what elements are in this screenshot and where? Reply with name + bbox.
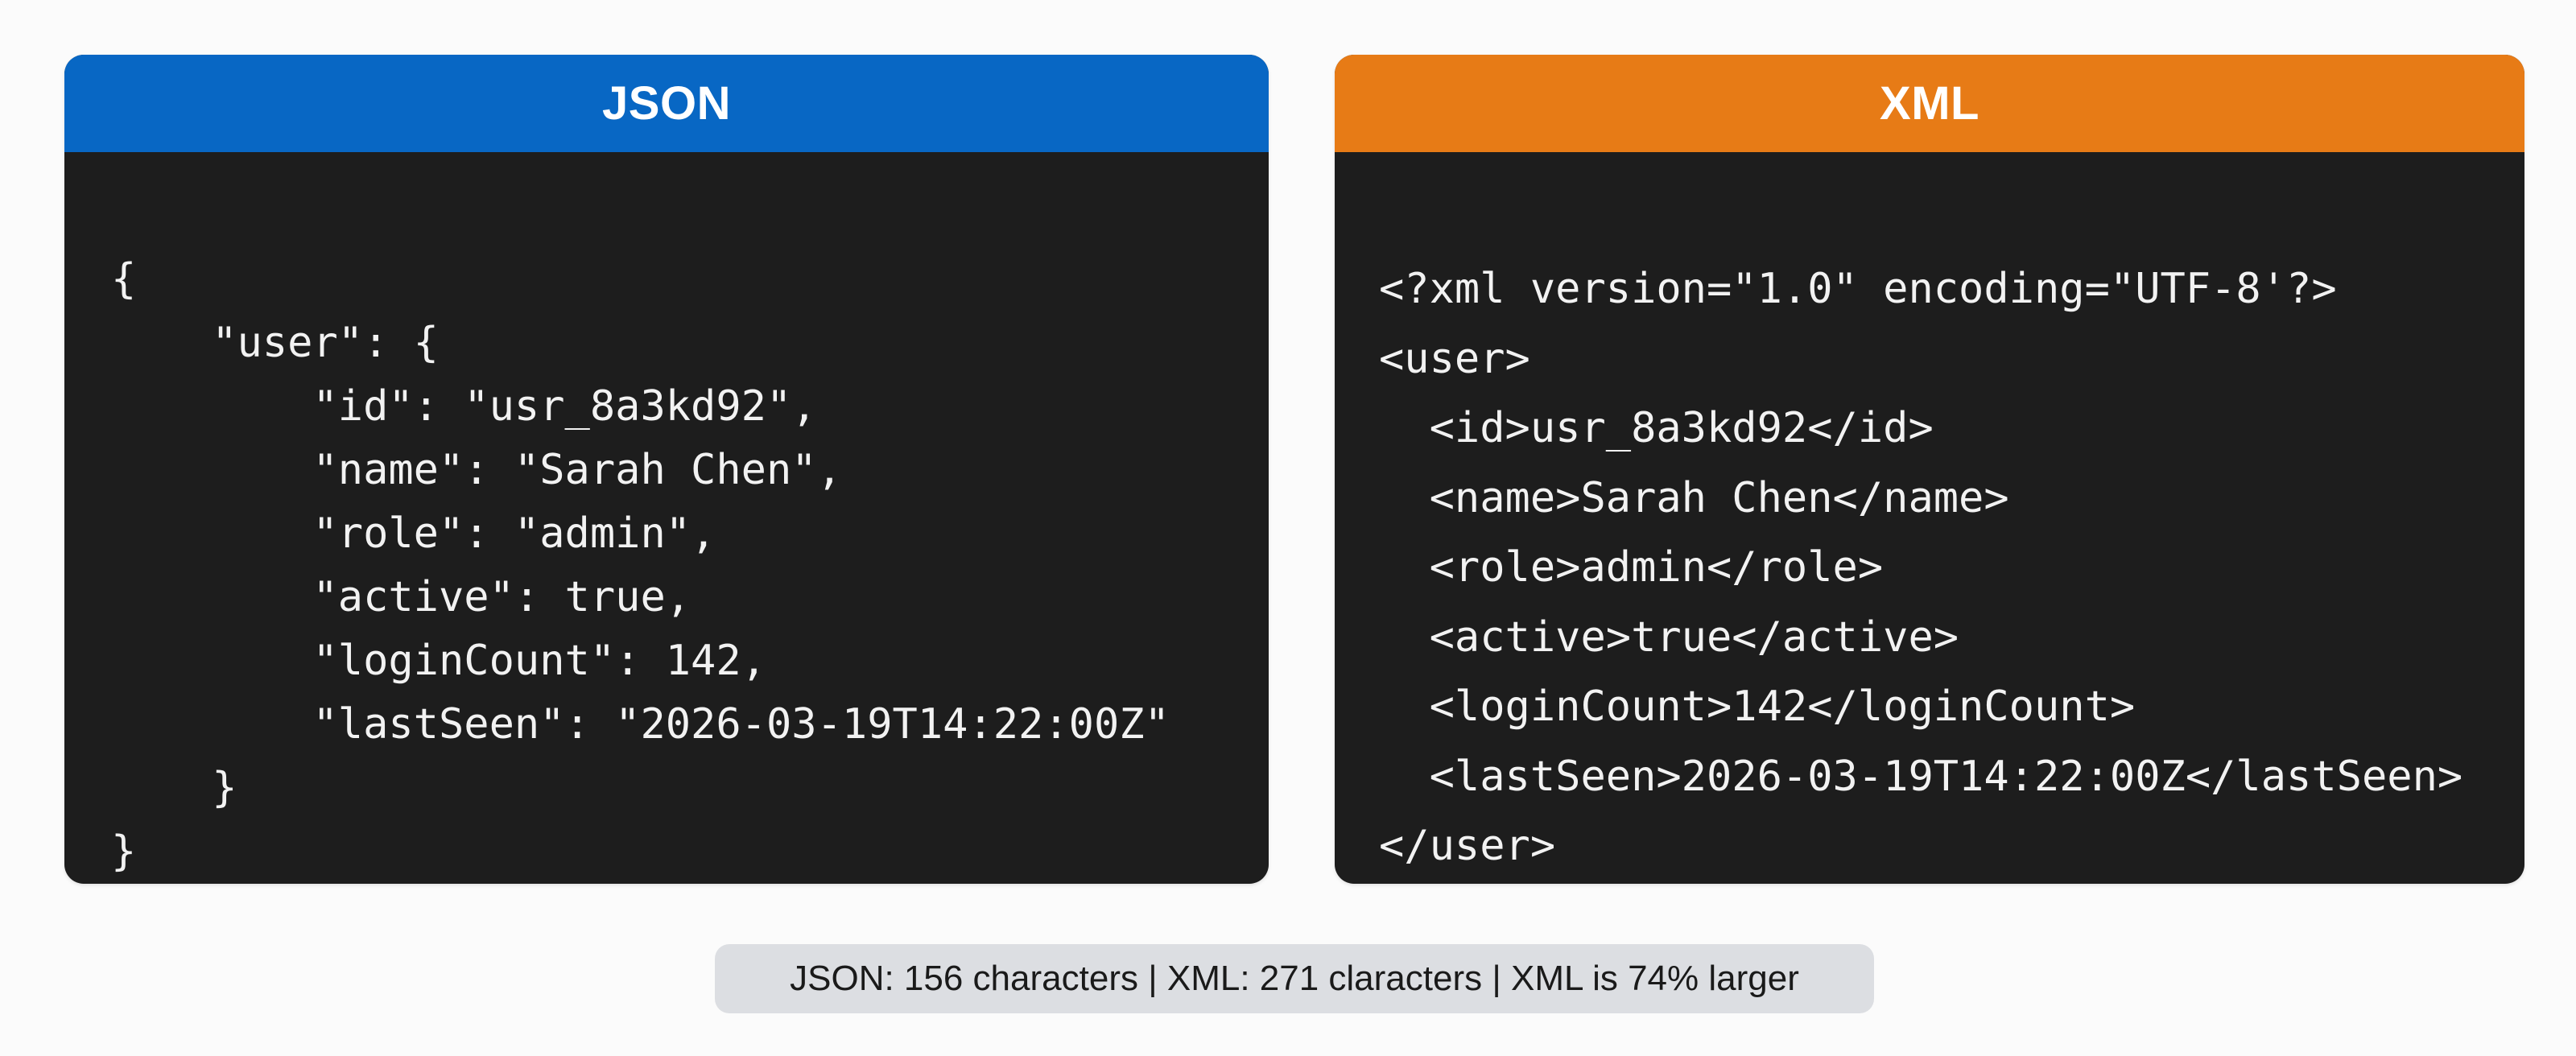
json-panel: JSON { "user": { "id": "usr_8a3kd92", "n…: [64, 55, 1269, 884]
xml-code-line: <id>usr_8a3kd92</id>: [1379, 404, 1934, 452]
json-code-line: "name": "Sarah Chen",: [111, 446, 842, 494]
json-code-line: "role": "admin",: [111, 509, 716, 558]
xml-code-line: <lastSeen>2026-03-19T14:22:00Z</lastSeen…: [1379, 752, 2463, 801]
xml-code-line: <role>admin</role>: [1379, 543, 1884, 592]
json-code-line: "id": "usr_8a3kd92",: [111, 382, 817, 431]
json-code-line: "lastSeen": "2026-03-19T14:22:00Z": [111, 700, 1170, 749]
xml-code-line: <name>Sarah Chen</name>: [1379, 473, 2009, 522]
json-code-block: { "user": { "id": "usr_8a3kd92", "name":…: [111, 248, 1170, 884]
xml-code-block: <?xml version="1.0" encoding="UTF-8'?> <u…: [1379, 254, 2462, 881]
json-code-line: "loginCount": 142,: [111, 637, 766, 685]
xml-panel: XML <?xml version="1.0" encoding="UTF-8'…: [1335, 55, 2524, 884]
json-code-line: {: [111, 255, 137, 303]
xml-code-line: </user>: [1379, 822, 1556, 870]
xml-code-line: <loginCount>142</loginCount>: [1379, 683, 2136, 731]
json-code-line: "user": {: [111, 319, 439, 367]
size-comparison-text: JSON: 156 characters | XML: 271 claracte…: [790, 959, 1799, 998]
json-code-line: "active": true,: [111, 573, 691, 621]
json-panel-title: JSON: [64, 55, 1269, 152]
xml-code-line: <?xml version="1.0" encoding="UTF-8'?>: [1379, 265, 2337, 313]
json-code-line: }: [111, 827, 137, 876]
json-code-line: }: [111, 764, 237, 812]
xml-code-line: <active>true</active>: [1379, 613, 1959, 662]
xml-code-line: <user>: [1379, 334, 1530, 383]
size-comparison-stats: JSON: 156 characters | XML: 271 claracte…: [715, 944, 1874, 1013]
xml-panel-title: XML: [1335, 55, 2524, 152]
